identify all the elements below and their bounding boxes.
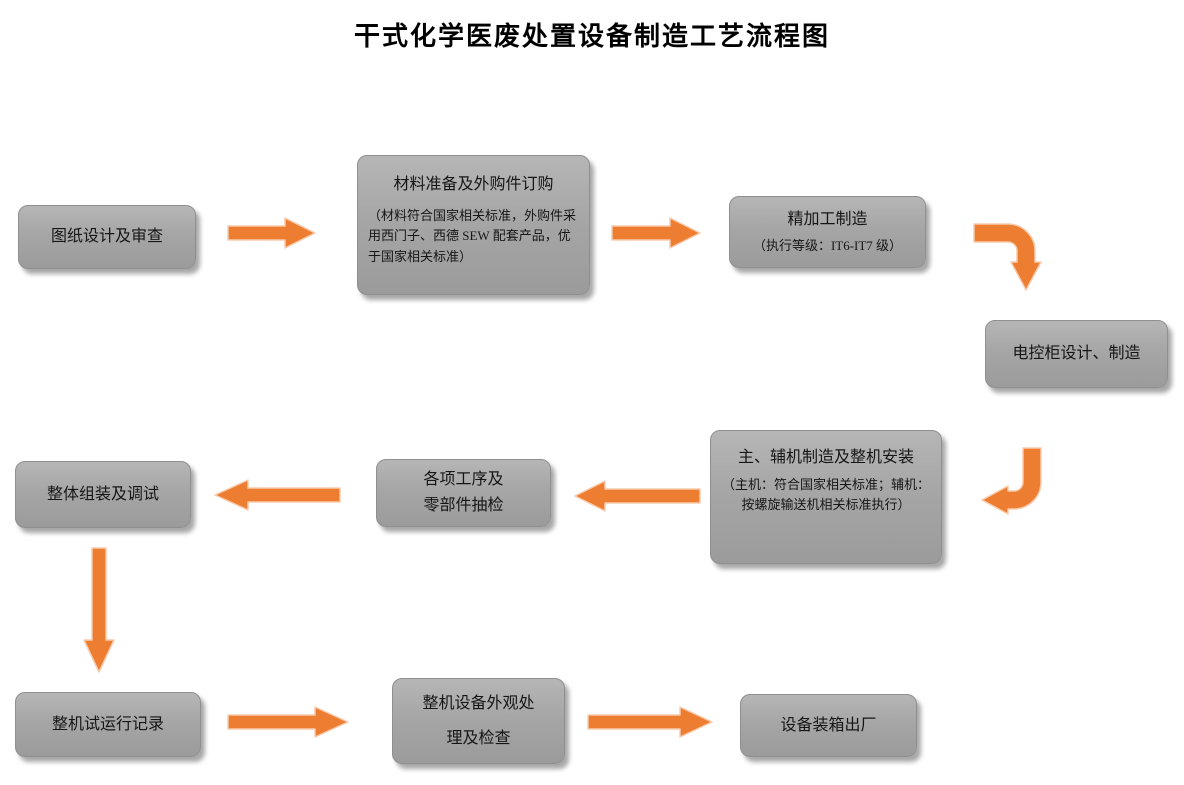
node-label-line2: 理及检查	[446, 730, 511, 747]
flow-arrow-material-to-precision	[611, 217, 701, 249]
flow-arrow-appearance-to-packing	[587, 706, 713, 738]
flow-arrow-sampling-to-assembly	[214, 479, 341, 511]
flow-arrow-trialrun-to-appearance	[227, 706, 349, 738]
node-label: 电控柜设计、制造	[1012, 345, 1141, 363]
node-label: 整机试运行记录	[51, 715, 164, 733]
node-material-prep: 材料准备及外购件订购 （材料符合国家相关标准，外购件采用西门子、西德 SEW 配…	[357, 155, 590, 295]
node-design-review: 图纸设计及审查	[18, 205, 196, 269]
flow-arrow-precision-to-cabinet	[973, 223, 1042, 291]
node-label: 各项工序及	[423, 471, 504, 489]
flow-arrow-assembly-to-trialrun	[83, 547, 115, 673]
node-label: 图纸设计及审查	[50, 228, 163, 246]
node-label-line2: 零部件抽检	[423, 497, 504, 514]
flow-arrow-mainaux-to-sampling	[574, 480, 701, 512]
node-control-cabinet: 电控柜设计、制造	[985, 320, 1168, 388]
node-label: 主、辅机制造及整机安装	[737, 449, 914, 466]
node-trial-run-record: 整机试运行记录	[15, 692, 201, 757]
node-packing-shipment: 设备装箱出厂	[740, 694, 917, 757]
node-sublabel: （材料符合国家相关标准，外购件采用西门子、西德 SEW 配套产品，优于国家相关标…	[368, 207, 577, 265]
node-overall-assembly: 整体组装及调试	[15, 461, 191, 528]
node-main-aux-assembly: 主、辅机制造及整机安装 （主机：符合国家相关标准；辅机：按螺旋输送机相关标准执行…	[710, 430, 942, 564]
node-sublabel: （执行等级：IT6-IT7 级）	[752, 238, 903, 254]
flow-arrow-cabinet-to-mainaux	[981, 447, 1042, 515]
node-appearance-check: 整机设备外观处 理及检查	[392, 678, 565, 764]
node-sublabel: （主机：符合国家相关标准；辅机：按螺旋输送机相关标准执行）	[721, 476, 930, 513]
node-label: 设备装箱出厂	[780, 716, 877, 734]
node-precision-mfg: 精加工制造 （执行等级：IT6-IT7 级）	[729, 196, 926, 268]
node-label: 精加工制造	[787, 210, 868, 228]
node-label: 材料准备及外购件订购	[393, 176, 554, 193]
flow-arrow-design-to-material	[227, 217, 316, 249]
node-process-sampling: 各项工序及 零部件抽检	[376, 459, 551, 527]
page-title: 干式化学医废处置设备制造工艺流程图	[353, 22, 830, 51]
node-label: 整体组装及调试	[46, 485, 159, 503]
node-label: 整机设备外观处	[422, 694, 535, 712]
